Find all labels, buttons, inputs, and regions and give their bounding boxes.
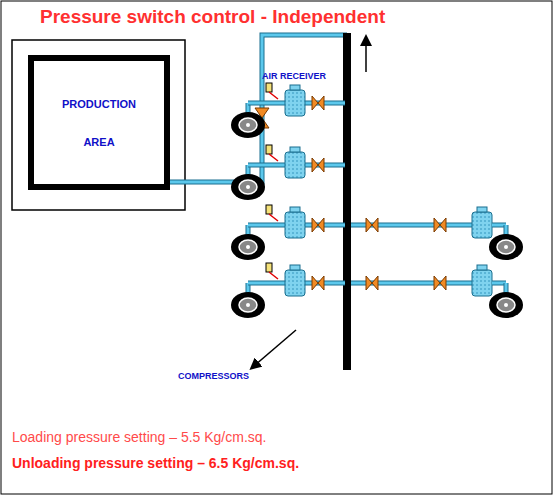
branch-pipe-fill <box>248 282 285 285</box>
valve <box>312 276 324 290</box>
loading-note: Loading pressure setting – 5.5 Kg/cm.sq. <box>12 429 266 445</box>
compressor-hub <box>246 185 250 189</box>
receiver-cap <box>477 207 487 212</box>
compressors-label: COMPRESSORS <box>178 371 249 381</box>
leader-arrow <box>254 330 296 366</box>
main-pipe <box>170 35 347 182</box>
branch-pipe <box>305 101 345 106</box>
switch-wire <box>269 92 278 99</box>
compressor-hub <box>504 303 508 307</box>
air-receiver <box>472 270 492 296</box>
branch-pipe-fill <box>305 224 345 227</box>
compressor-wheel <box>239 118 257 132</box>
valve <box>434 276 446 290</box>
branch-pipe <box>248 223 285 228</box>
receiver-cap <box>290 207 300 212</box>
diagram-title: Pressure switch control - Independent <box>40 6 385 28</box>
pressure-switch <box>266 83 272 92</box>
compressor-units <box>231 83 523 318</box>
compressor-wheel <box>239 180 257 194</box>
header-pipe <box>343 33 351 370</box>
valve <box>434 218 446 232</box>
receiver-cap <box>290 147 300 152</box>
valve <box>312 96 324 110</box>
compressor-wheel <box>239 240 257 254</box>
air-receiver <box>285 212 305 238</box>
compressor <box>231 292 265 318</box>
branch-pipe <box>504 283 509 293</box>
branch-pipe-fill <box>248 102 285 105</box>
valve <box>366 218 378 232</box>
branch-pipe-fill <box>505 225 508 235</box>
compressor <box>489 292 523 318</box>
area-box: PRODUCTION AREA <box>28 55 170 190</box>
receiver-cap <box>290 85 300 90</box>
valve <box>366 276 378 290</box>
compressor <box>231 174 265 200</box>
receiver-cap <box>290 265 300 270</box>
air-receiver <box>285 90 305 116</box>
switch-wire <box>269 214 278 221</box>
switch-wire <box>269 154 278 161</box>
receiver-cap <box>477 265 487 270</box>
compressor-hub <box>246 303 250 307</box>
branch-pipe <box>248 163 285 168</box>
branch-pipe <box>248 281 285 286</box>
air-receiver <box>285 152 305 178</box>
pressure-switch <box>266 145 272 154</box>
branch-pipe-fill <box>305 282 345 285</box>
branch-pipe <box>504 225 509 235</box>
branch-pipe <box>305 281 345 286</box>
valve <box>312 218 324 232</box>
compressor-wheel <box>497 298 515 312</box>
branch-pipe-fill <box>305 164 345 167</box>
area-label: PRODUCTION AREA <box>52 85 147 161</box>
compressor-hub <box>246 123 250 127</box>
unloading-note: Unloading pressure setting – 6.5 Kg/cm.s… <box>12 454 302 472</box>
compressor <box>489 234 523 260</box>
branch-pipe-fill <box>505 283 508 293</box>
area-frame <box>12 40 185 210</box>
branch-pipe-fill <box>248 224 285 227</box>
compressor-hub <box>504 245 508 249</box>
switch-wire <box>269 272 278 279</box>
branch-pipe <box>305 163 345 168</box>
compressor-hub <box>246 245 250 249</box>
air-receiver <box>472 212 492 238</box>
branch-pipe <box>248 101 285 106</box>
compressor <box>231 112 265 138</box>
receiver-label: AIR RECEIVER <box>262 71 326 81</box>
branch-pipe <box>305 223 345 228</box>
valve <box>312 158 324 172</box>
pressure-switch <box>266 205 272 214</box>
branch-pipe-fill <box>248 164 285 167</box>
compressor-wheel <box>497 240 515 254</box>
main-pipe-fill <box>170 35 347 182</box>
flow-arrow <box>365 40 367 72</box>
compressor-wheel <box>239 298 257 312</box>
branch-pipe-fill <box>305 102 345 105</box>
pressure-switch <box>266 263 272 272</box>
air-receiver <box>285 270 305 296</box>
compressor <box>231 234 265 260</box>
